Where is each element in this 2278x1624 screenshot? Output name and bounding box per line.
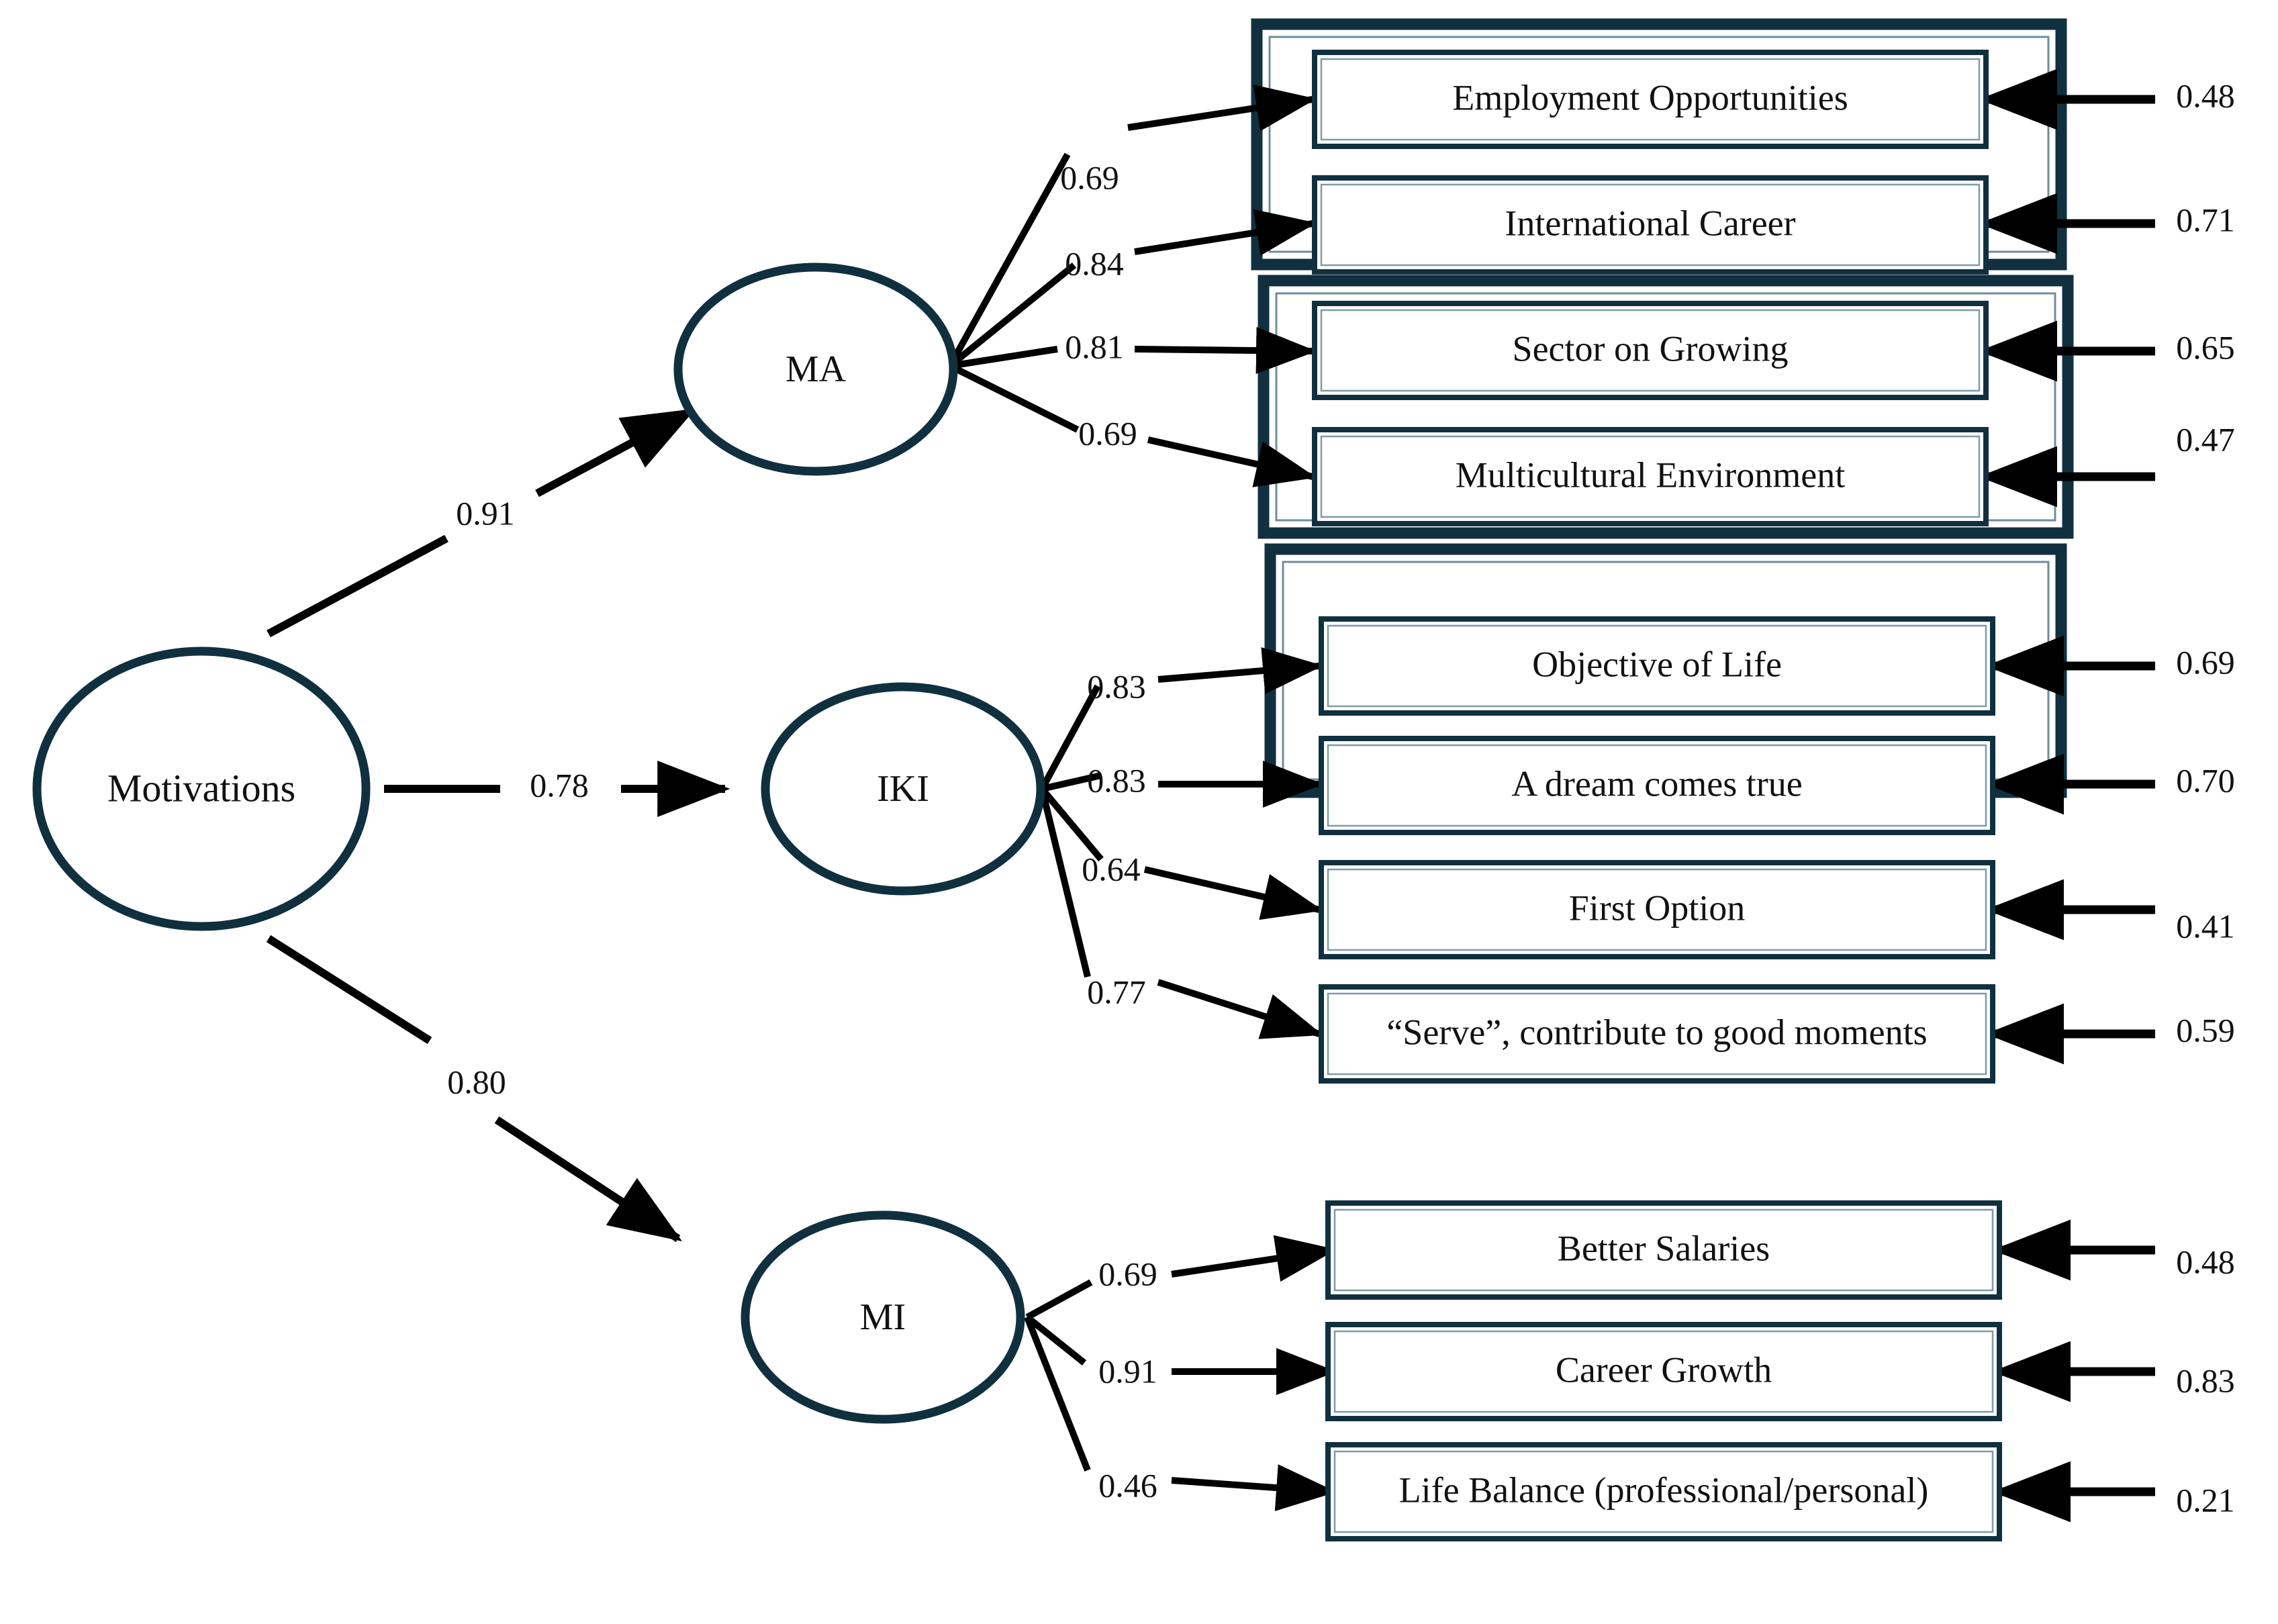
indicator-box[interactable]: “Serve”, contribute to good moments [1319,984,1995,1084]
loading-label: 0.69 [1078,414,1137,452]
loading-label: 0.64 [1082,850,1141,888]
indicator-label: Multicultural Environment [1456,455,1845,495]
loading-label: 0.77 [1087,973,1146,1010]
indicator-label: “Serve”, contribute to good moments [1386,1012,1927,1052]
loading-label: 0.69 [1060,158,1119,196]
indicator-label: Employment Opportunities [1452,77,1848,117]
indicator-label: Life Balance (professional/personal) [1399,1470,1929,1510]
indicator-box[interactable]: First Option [1319,860,1995,959]
indicator-box[interactable]: Career Growth [1325,1322,2002,1421]
indicator-box[interactable]: Multicultural Environment [1312,427,1989,526]
structural-path-motivations-mi [266,935,683,1243]
residual-arrows-mi [1992,1219,2155,1523]
residual-arrows-iki [1985,635,2155,1065]
residual-label: 0.70 [2176,761,2235,799]
residual-arrows-ma [1979,68,2155,508]
loading-label: 0.91 [1098,1352,1157,1390]
latent-label-mi: MI [860,1296,906,1338]
loading-label: 0.83 [1087,667,1146,705]
loading-paths-iki [1039,647,1324,1039]
structural-path-motivations-ma [267,407,696,638]
indicator-box[interactable]: Sector on Growing [1312,301,1989,400]
residual-label: 0.41 [2176,907,2235,945]
residual-label: 0.48 [2176,77,2235,114]
indicator-box[interactable]: Employment Opportunities [1312,50,1989,149]
indicator-label: Sector on Growing [1513,328,1789,369]
indicator-label: Better Salaries [1558,1228,1770,1268]
indicator-box[interactable]: International Career [1312,175,1989,275]
indicator-label: A dream comes true [1511,763,1802,804]
indicator-box[interactable]: Life Balance (professional/personal) [1325,1442,2002,1541]
structural-coefficient-ma: 0.91 [456,494,515,532]
residual-label: 0.65 [2176,328,2235,366]
residual-label: 0.69 [2176,643,2235,681]
latent-label-ma: MA [786,348,847,390]
loading-label: 0.81 [1065,328,1124,365]
residual-label: 0.59 [2176,1011,2235,1049]
latent-variable-ma[interactable]: MA [673,262,958,476]
residual-label: 0.71 [2176,201,2235,238]
latent-variable-motivations[interactable]: Motivations [32,647,371,931]
loading-paths-ma [947,85,1317,487]
loading-label: 0.69 [1098,1255,1157,1292]
indicator-label: International Career [1505,203,1795,243]
indicator-label: Career Growth [1556,1349,1772,1390]
residual-label: 0.83 [2176,1362,2235,1399]
indicator-box[interactable]: A dream comes true [1319,736,1995,835]
latent-label-iki: IKI [877,768,929,810]
loading-label: 0.46 [1098,1466,1157,1504]
loading-paths-mi [1024,1235,1337,1511]
residual-label: 0.21 [2176,1481,2235,1519]
residual-label: 0.47 [2176,420,2235,458]
structural-coefficient-mi: 0.80 [447,1063,506,1100]
latent-variable-mi[interactable]: MI [741,1210,1025,1424]
residual-label: 0.48 [2176,1243,2235,1280]
loading-label: 0.83 [1087,761,1146,799]
latent-variable-iki[interactable]: IKI [761,682,1045,896]
indicator-box[interactable]: Objective of Life [1319,616,1995,716]
indicator-box[interactable]: Better Salaries [1325,1200,2002,1300]
indicator-label: Objective of Life [1532,644,1782,684]
loading-label: 0.84 [1065,244,1124,282]
indicator-label: First Option [1569,888,1746,928]
latent-label-motivations: Motivations [107,766,295,810]
structural-coefficient-iki: 0.78 [530,766,589,804]
